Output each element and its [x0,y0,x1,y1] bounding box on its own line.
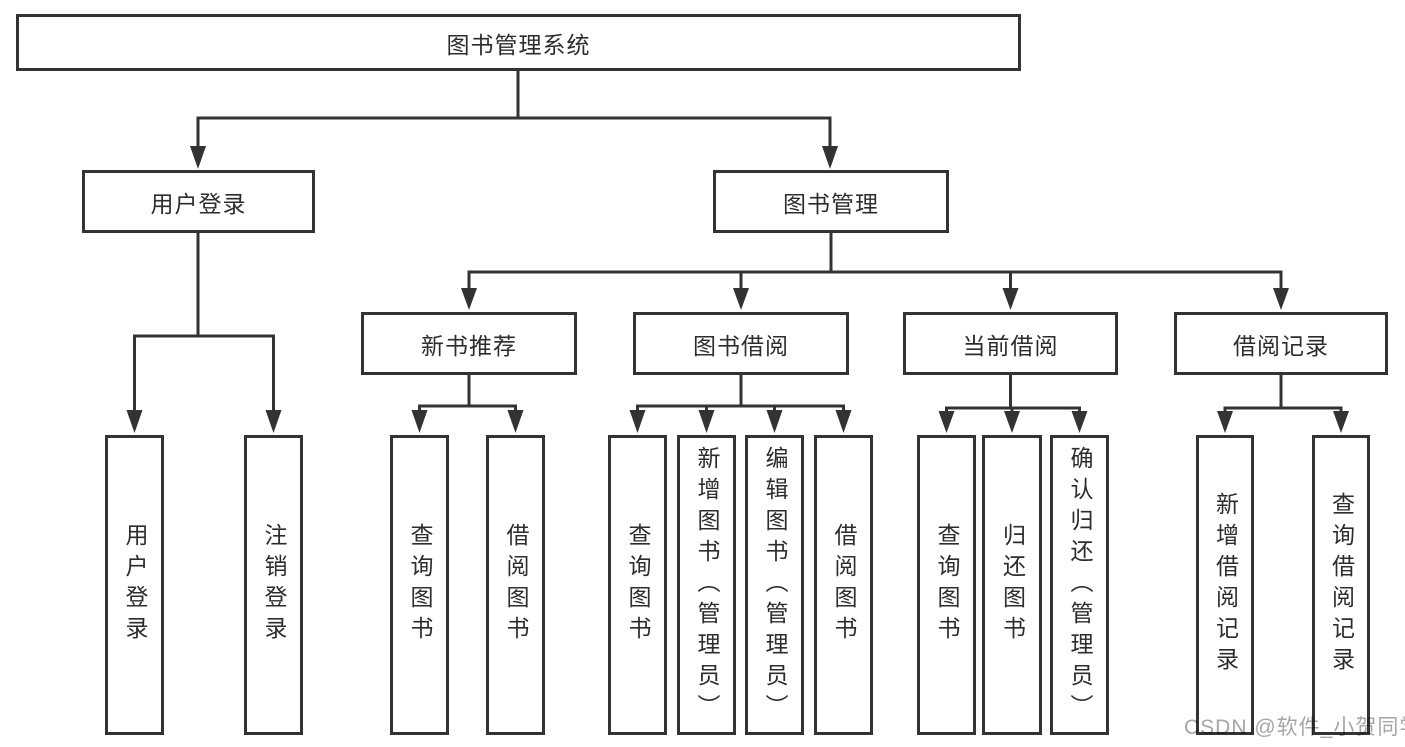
leaf-label: 借阅图书 [503,523,529,647]
node-book-borrowing: 图书借阅 [633,312,849,375]
node-user-login: 用户登录 [82,170,315,233]
leaf-borrow-books-recommend: 借阅图书 [486,435,545,735]
leaf-query-books-current: 查询图书 [917,435,976,735]
node-new-book-recommend: 新书推荐 [361,312,577,375]
node-label: 图书管理 [783,190,879,217]
node-label: 当前借阅 [962,332,1059,359]
leaf-label: 查询图书 [407,523,433,647]
leaf-user-login: 用户登录 [105,435,164,735]
leaf-label: 归还图书 [999,523,1026,647]
node-current-borrowing: 当前借阅 [903,312,1118,375]
leaf-label: 查询图书 [934,523,960,647]
leaf-return-books: 归还图书 [982,435,1042,735]
leaf-label: 查询借阅记录 [1328,492,1355,678]
leaf-label: 注销登录 [261,523,287,647]
leaf-query-books-borrow: 查询图书 [608,435,667,735]
leaf-add-borrow-record: 新增借阅记录 [1196,435,1254,735]
leaf-label: 用户登录 [122,523,148,647]
leaf-label: 确认归还（管理员） [1067,445,1093,725]
leaf-logout: 注销登录 [244,435,303,735]
leaf-query-borrow-record: 查询借阅记录 [1312,435,1370,735]
leaf-edit-books-admin: 编辑图书（管理员） [745,435,804,735]
node-label: 图书管理系统 [446,31,591,58]
watermark: CSDN @软件_小贺同学 [1184,716,1405,739]
node-label: 新书推荐 [421,332,517,359]
leaf-confirm-return-admin: 确认归还（管理员） [1050,435,1109,735]
node-label: 借阅记录 [1233,332,1329,359]
leaf-label: 查询图书 [625,523,651,647]
leaf-borrow-books: 借阅图书 [814,435,873,735]
leaf-label: 新增借阅记录 [1212,492,1239,678]
leaf-query-books-recommend: 查询图书 [390,435,449,735]
node-library-management-system: 图书管理系统 [16,14,1021,71]
node-label: 用户登录 [150,190,247,217]
leaf-add-books-admin: 新增图书（管理员） [677,435,736,735]
node-book-management: 图书管理 [713,170,949,233]
node-label: 图书借阅 [693,332,789,359]
leaf-label: 编辑图书（管理员） [762,445,788,725]
node-borrowing-records: 借阅记录 [1174,312,1388,375]
leaf-label: 借阅图书 [831,523,857,647]
arrowheads [126,146,1349,433]
leaf-label: 新增图书（管理员） [694,445,720,725]
